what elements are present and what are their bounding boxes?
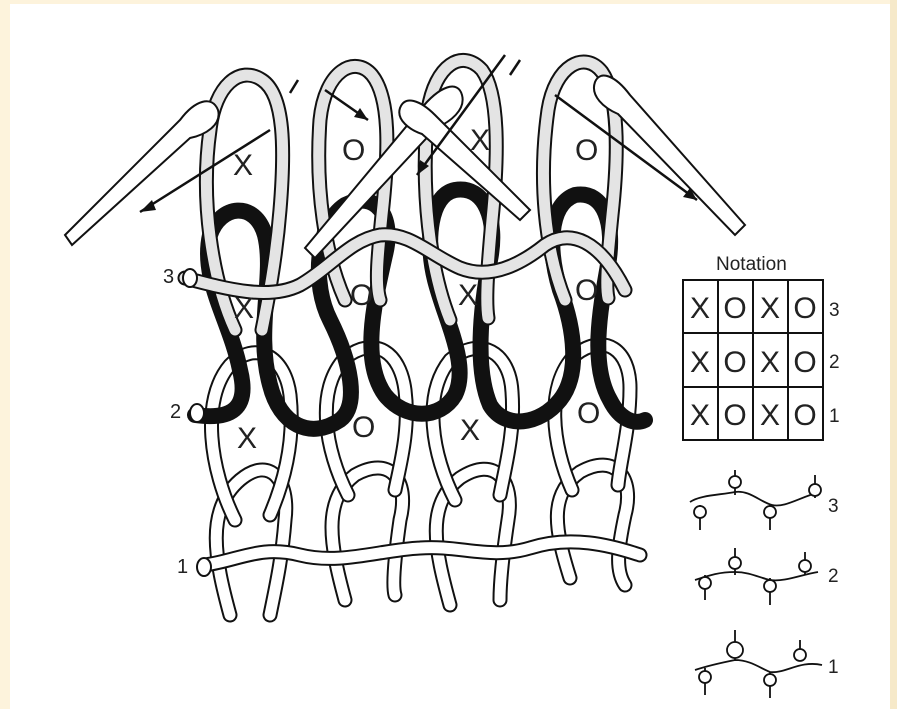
needle-diagram-label-3: 3 xyxy=(828,496,839,517)
notation-row-label-3: 3 xyxy=(829,300,840,321)
notation-cell: O xyxy=(723,399,746,432)
mark-r2-c4: O xyxy=(575,274,598,307)
mark-r2-c3: X xyxy=(458,279,478,312)
notation-row-labels: 3 2 1 xyxy=(829,300,840,427)
notation-cell: X xyxy=(690,399,710,432)
needle-1 xyxy=(65,101,219,245)
course-label-2: 2 xyxy=(170,401,181,423)
needle-diagram-labels: 3 2 1 xyxy=(828,496,839,678)
notation-legend: Notation X O X O X O X O X O X O xyxy=(683,254,840,440)
needle-diagrams xyxy=(690,470,822,698)
needle-diagram-1 xyxy=(695,630,822,698)
notation-cell: X xyxy=(690,346,710,379)
notation-cell: O xyxy=(723,292,746,325)
tick-1 xyxy=(290,80,298,93)
course-label-1: 1 xyxy=(177,556,188,578)
mark-r1-c2: O xyxy=(352,411,375,444)
notation-cell: X xyxy=(690,292,710,325)
needle-diagram-2 xyxy=(695,548,818,605)
notation-cell: X xyxy=(760,292,780,325)
notation-row-label-1: 1 xyxy=(829,406,840,427)
notation-cell: O xyxy=(793,292,816,325)
mark-r3-c3: X xyxy=(470,124,490,157)
needle-diagram-3 xyxy=(690,470,821,530)
mark-r3-c4: O xyxy=(575,134,598,167)
course-1-connector xyxy=(205,542,640,565)
notation-row-label-2: 2 xyxy=(829,352,840,373)
mark-r3-c1: X xyxy=(233,149,253,182)
notation-cell: X xyxy=(760,399,780,432)
course-label-3: 3 xyxy=(163,266,174,288)
mark-r1-c3: X xyxy=(460,414,480,447)
mark-r2-c2: O xyxy=(350,279,373,312)
notation-cell: O xyxy=(793,346,816,379)
tick-2 xyxy=(510,60,520,75)
notation-cell: O xyxy=(723,346,746,379)
notation-title: Notation xyxy=(716,254,787,275)
notation-cell: X xyxy=(760,346,780,379)
notation-cell: O xyxy=(793,399,816,432)
mark-r1-c4: O xyxy=(577,397,600,430)
mark-r2-c1: X xyxy=(234,292,254,325)
mark-r3-c2: O xyxy=(342,134,365,167)
needle-diagram-label-1: 1 xyxy=(828,657,839,678)
needle-diagram-label-2: 2 xyxy=(828,566,839,587)
mark-r1-c1: X xyxy=(237,422,257,455)
